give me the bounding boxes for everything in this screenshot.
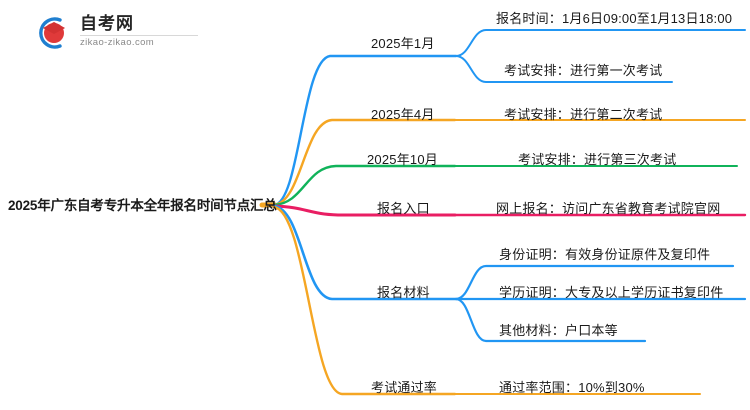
logo-name: 自考网	[80, 14, 134, 33]
mindmap-leaf-tongguolv-fanwei[interactable]: 通过率范围：10%到30%	[499, 380, 645, 395]
mindmap-branch-kaoshi-tongguolv[interactable]: 考试通过率	[371, 380, 438, 395]
logo-divider	[80, 35, 198, 36]
mindmap-leaf-shenfen-zhengming[interactable]: 身份证明：有效身份证原件及复印件	[499, 247, 711, 262]
mindmap-branch-2025-1[interactable]: 2025年1月	[371, 36, 435, 51]
branch-curve-baoming-cailiao	[272, 204, 458, 301]
mindmap-branch-2025-4[interactable]: 2025年4月	[371, 107, 435, 122]
graduation-cap-icon	[39, 17, 65, 49]
mindmap-leaf-wangshang-baoming[interactable]: 网上报名：访问广东省教育考试院官网	[496, 201, 721, 216]
mindmap-leaf-kaoshi-anpai-1[interactable]: 考试安排：进行第一次考试	[504, 63, 663, 78]
branch-curve-2025-4	[272, 118, 457, 207]
logo-domain: zikao-zikao.com	[80, 37, 155, 48]
branch-curve-kaoshi-tongguolv	[272, 205, 457, 396]
mindmap-leaf-xueli-zhengming[interactable]: 学历证明：大专及以上学历证书复印件	[499, 285, 724, 300]
branch-curve-2025-10	[272, 164, 457, 207]
mindmap-leaf-qita-cailiao[interactable]: 其他材料：户口本等	[499, 323, 618, 338]
branch-curve-2025-1	[272, 54, 458, 207]
mindmap-leaf-baoming-shijian[interactable]: 报名时间：1月6日09:00至1月13日18:00	[496, 11, 733, 26]
leaf-curve-shenfen-zhengming	[454, 264, 735, 301]
logo-text-block: 自考网 zikao-zikao.com	[80, 13, 210, 49]
site-logo: 自考网 zikao-zikao.com	[30, 12, 210, 54]
branch-curve-baoming-rukou	[272, 204, 457, 217]
mindmap-branch-baoming-rukou[interactable]: 报名入口	[377, 201, 430, 216]
mindmap-leaf-kaoshi-anpai-2[interactable]: 考试安排：进行第二次考试	[504, 107, 663, 122]
leaf-curve-qita-cailiao	[454, 297, 647, 343]
leaf-curve-baoming-shijian	[455, 29, 746, 57]
mindmap-root-node[interactable]: 2025年广东自考专升本全年报名时间节点汇总	[8, 198, 277, 213]
leaf-curve-kaoshi-anpai-1	[455, 55, 673, 83]
mindmap-branch-baoming-cailiao[interactable]: 报名材料	[377, 285, 430, 300]
mindmap-branch-2025-10[interactable]: 2025年10月	[367, 152, 438, 167]
mindmap-leaf-kaoshi-anpai-3[interactable]: 考试安排：进行第三次考试	[518, 152, 677, 167]
